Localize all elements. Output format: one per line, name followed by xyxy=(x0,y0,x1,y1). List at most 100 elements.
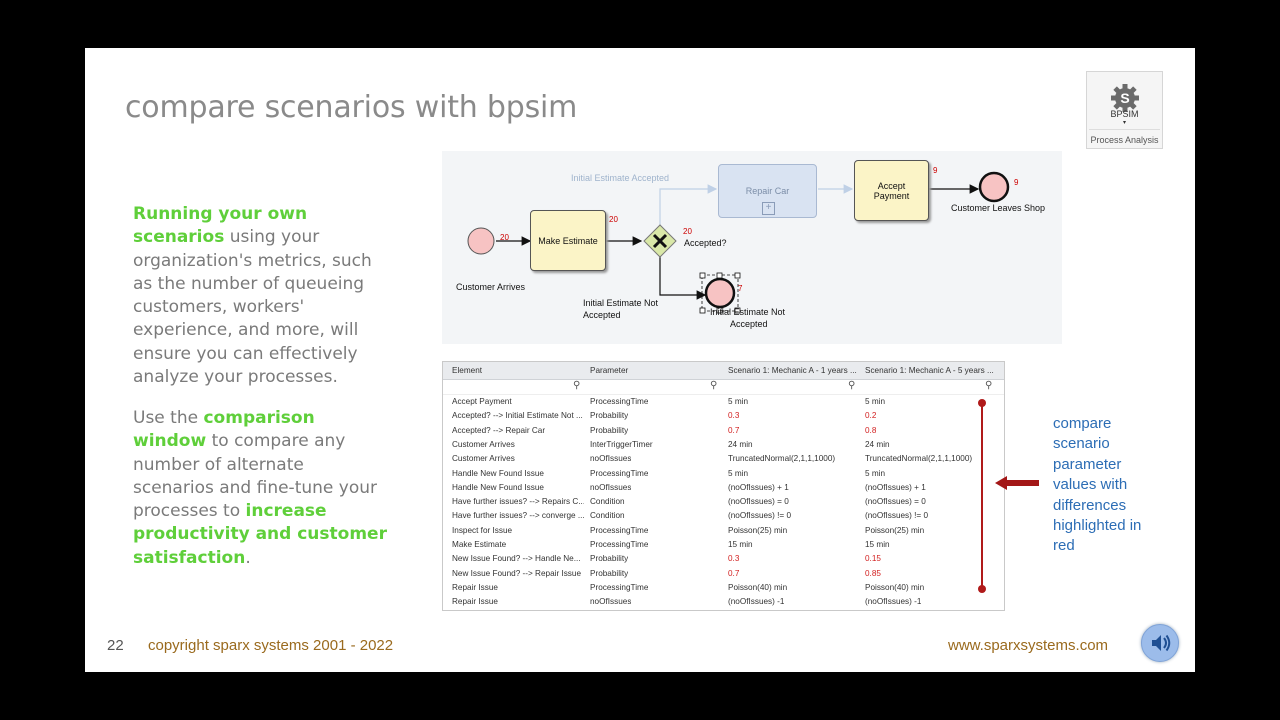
highlight-text: increase productivity and customer satis… xyxy=(133,501,387,568)
cell-scenario-1: 5 min xyxy=(728,397,749,406)
cell-element: Have further issues? --> converge ... xyxy=(452,511,584,521)
task-accept-payment[interactable]: Accept Payment xyxy=(854,160,929,221)
search-icon[interactable]: ⚲ xyxy=(573,380,581,391)
grid-filter-row: ⚲ ⚲ ⚲ ⚲ xyxy=(443,380,1004,395)
count-gateway: 20 xyxy=(683,227,692,236)
cell-element: Have further issues? --> Repairs C... xyxy=(452,497,584,507)
count-end-not-accepted: 7 xyxy=(738,284,743,293)
table-row[interactable]: Have further issues? --> converge ... Con… xyxy=(443,510,1004,524)
cell-parameter: ProcessingTime xyxy=(590,468,649,478)
cell-element: Accept Payment xyxy=(452,397,512,406)
cell-scenario-1: 5 min xyxy=(728,468,749,478)
audio-button[interactable] xyxy=(1141,624,1179,662)
difference-range-marker xyxy=(978,399,986,593)
label-initial-estimate-accepted: Initial Estimate Accepted xyxy=(571,173,670,183)
search-icon[interactable]: ⚲ xyxy=(848,380,856,391)
cell-scenario-2: Poisson(25) min xyxy=(865,525,925,535)
cell-parameter: noOfIssues xyxy=(590,482,632,492)
cell-element: Repair Issue xyxy=(452,597,498,607)
cell-scenario-2: 0.85 xyxy=(865,568,881,578)
cell-scenario-2: 5 min xyxy=(865,397,886,406)
callout-text: compare scenario parameter values with d… xyxy=(1053,415,1142,555)
cell-scenario-1: 0.3 xyxy=(728,554,740,564)
column-header[interactable]: Scenario 1: Mechanic A - 5 years ... xyxy=(865,366,994,375)
bpsim-ribbon-button[interactable]: S BPSIM ▾ Process Analysis xyxy=(1086,71,1163,149)
cell-scenario-2: 0.2 xyxy=(865,411,877,421)
cell-scenario-1: Poisson(25) min xyxy=(728,525,788,535)
cell-scenario-2: (noOfIssues) != 0 xyxy=(865,511,929,521)
cell-element: Handle New Found Issue xyxy=(452,468,544,478)
paragraph-running-scenarios: Running your own scenarios using your or… xyxy=(133,203,388,389)
task-label: Repair Car xyxy=(745,186,790,196)
cell-scenario-1: (noOfIssues) != 0 xyxy=(728,511,792,521)
column-header[interactable]: Element xyxy=(452,366,483,375)
count-make-estimate: 20 xyxy=(609,215,618,224)
cell-parameter: ProcessingTime xyxy=(590,540,649,549)
chevron-down-icon: ▾ xyxy=(1122,120,1126,126)
highlight-text: Running your own scenarios xyxy=(133,204,308,248)
cell-element: Repair Issue xyxy=(452,582,498,592)
paragraph-comparison-window: Use the comparison window to compare any… xyxy=(133,407,388,570)
cell-scenario-2: Poisson(40) min xyxy=(865,582,925,592)
diagram-connectors xyxy=(467,171,1010,314)
task-make-estimate[interactable]: Make Estimate xyxy=(530,210,606,271)
cell-element: Accepted? --> Repair Car xyxy=(452,425,546,435)
cell-scenario-1: Poisson(40) min xyxy=(728,582,788,592)
website-link[interactable]: www.sparxsystems.com xyxy=(948,637,1109,654)
label-customer-arrives: Customer Arrives xyxy=(456,282,526,292)
count-start: 20 xyxy=(500,233,509,242)
cell-scenario-1: 0.7 xyxy=(728,568,740,578)
cell-scenario-1: (noOfIssues) -1 xyxy=(728,597,785,607)
table-row[interactable]: Handle New Found Issue ProcessingTime 5 mi… xyxy=(443,468,1004,482)
cell-scenario-2: 5 min xyxy=(865,468,886,478)
table-row[interactable]: Handle New Found Issue noOfIssues (noOfIss… xyxy=(443,482,1004,496)
cell-parameter: noOfIssues xyxy=(590,454,632,464)
table-row[interactable]: Accepted? --> Repair Car Probability 0.7 0.… xyxy=(443,425,1004,439)
slide-title: compare scenarios with bpsim xyxy=(125,90,578,125)
table-row[interactable]: Have further issues? --> Repairs C...Con… xyxy=(443,496,1004,510)
column-header[interactable]: Scenario 1: Mechanic A - 1 years ... xyxy=(728,366,857,375)
cell-scenario-1: 0.3 xyxy=(728,411,740,421)
cell-element: Handle New Found Issue xyxy=(452,482,544,492)
cell-parameter: Probability xyxy=(590,411,629,421)
count-end: 9 xyxy=(1014,178,1019,187)
gear-icon: S xyxy=(1111,84,1139,112)
label-end-not-accepted-1: Initial Estimate Not xyxy=(710,307,786,317)
comparison-grid: Element Parameter Scenario 1: Mechanic A… xyxy=(442,361,1005,611)
search-icon[interactable]: ⚲ xyxy=(710,380,718,391)
cell-parameter: InterTriggerTimer xyxy=(590,439,653,449)
cell-scenario-1: (noOfIssues) = 0 xyxy=(728,497,789,507)
cell-scenario-2: 15 min xyxy=(865,540,890,549)
cell-parameter: Probability xyxy=(590,425,629,435)
label-end-not-accepted-2: Accepted xyxy=(730,319,768,329)
search-icon[interactable]: ⚲ xyxy=(985,380,993,391)
label-initial-not-accepted-2: Accepted xyxy=(583,310,621,320)
table-row[interactable]: Accepted? --> Initial Estimate Not ...Pr… xyxy=(443,410,1004,424)
column-header[interactable]: Parameter xyxy=(590,366,629,375)
cell-element: Customer Arrives xyxy=(452,454,515,464)
cell-scenario-1: 0.7 xyxy=(728,425,740,435)
copyright-text: copyright sparx systems 2001 - 2022 xyxy=(148,637,394,654)
cell-scenario-2: (noOfIssues) = 0 xyxy=(865,497,926,507)
cell-element: Customer Arrives xyxy=(452,439,515,449)
cell-scenario-2: 0.15 xyxy=(865,554,881,564)
slide: compare scenarios with bpsim Running you… xyxy=(85,48,1195,672)
cell-scenario-2: 0.8 xyxy=(865,425,877,435)
divider xyxy=(1089,129,1160,130)
table-row[interactable]: New Issue Found? --> Handle Ne...Probabi… xyxy=(443,553,1004,567)
bpmn-diagram: Make Estimate Repair Car + Accept Paymen… xyxy=(442,151,1062,344)
cell-parameter: ProcessingTime xyxy=(590,525,649,535)
page-number: 22 xyxy=(107,637,124,654)
cell-scenario-1: (noOfIssues) + 1 xyxy=(728,482,789,492)
cell-parameter: Condition xyxy=(590,511,625,521)
body-text: using your organization's metrics, such … xyxy=(133,227,372,388)
task-repair-car[interactable]: Repair Car xyxy=(718,164,817,218)
